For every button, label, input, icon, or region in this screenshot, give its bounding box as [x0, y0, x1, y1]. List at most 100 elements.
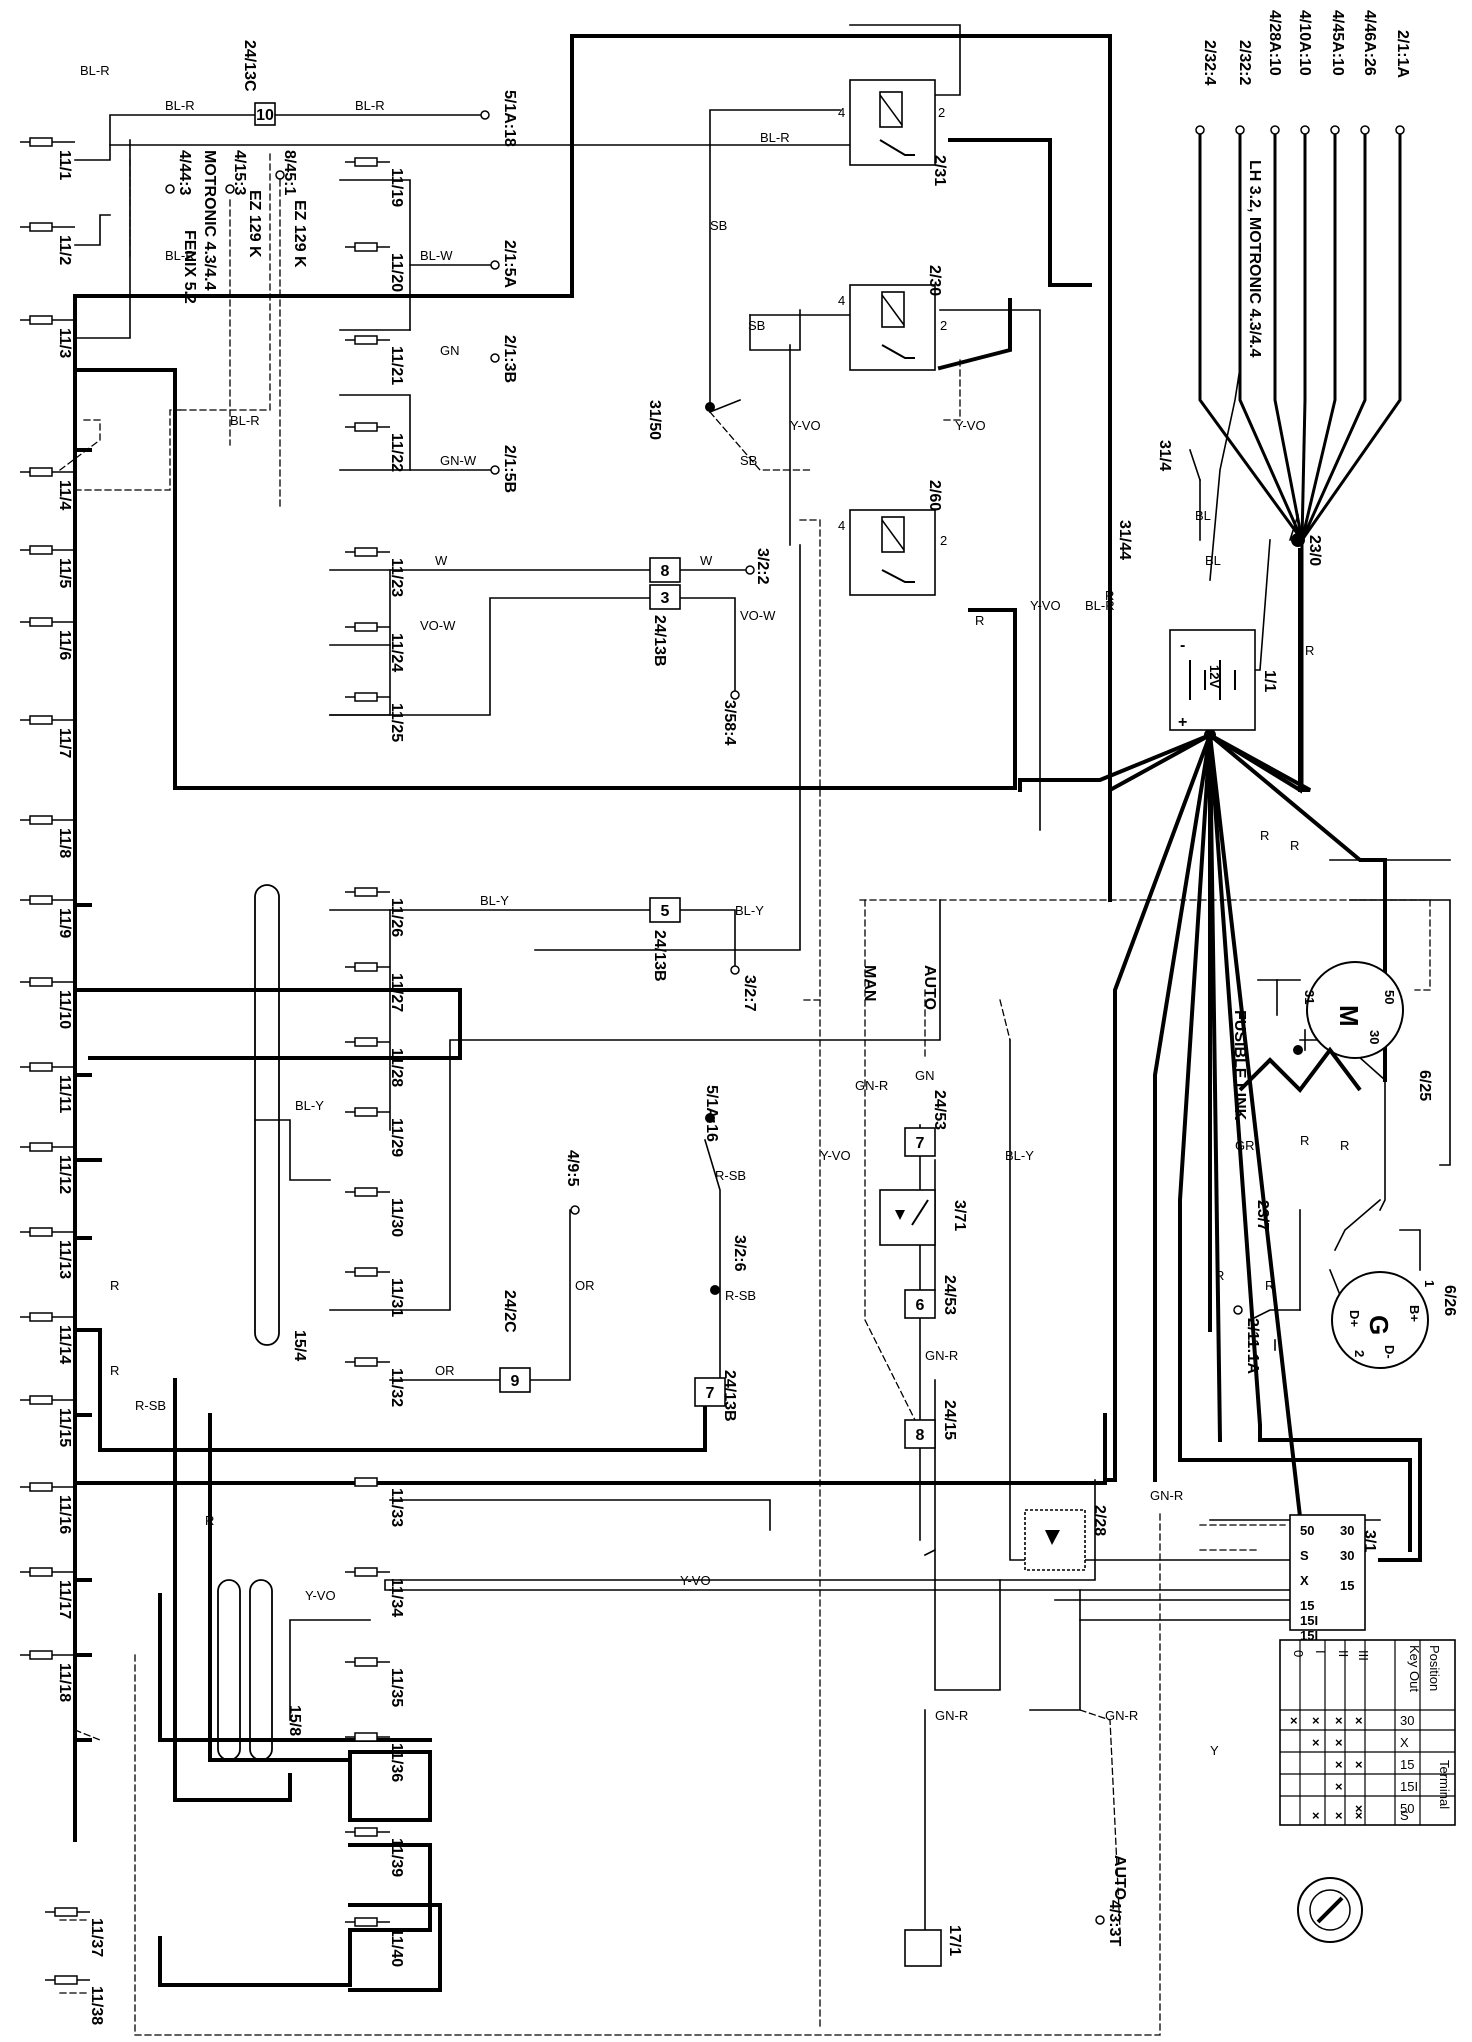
- switch-2-28: [1024, 1509, 1086, 1571]
- connector-label: 2/32:4: [1201, 40, 1218, 85]
- table-mark: ×: [1312, 1808, 1320, 1823]
- wire-label: Y-VO: [820, 1148, 851, 1163]
- fuse-label: 11/21: [388, 346, 405, 385]
- pin-number: 4: [838, 293, 845, 308]
- wire-label: R-SB: [725, 1288, 756, 1303]
- fuse: 11/18: [20, 1650, 75, 1702]
- fuse: 11/39: [345, 1827, 405, 1877]
- gen-terminal: D-: [1382, 1345, 1397, 1359]
- table-mark: ×: [1312, 1735, 1320, 1750]
- connector-label: 2/1:1A: [1394, 30, 1411, 78]
- fuse-label: 11/22: [388, 433, 405, 472]
- connector-label: 4/9:5: [564, 1150, 581, 1187]
- connector-label: 2/32:2: [1236, 40, 1253, 85]
- fuse: 11/11: [20, 1062, 75, 1113]
- lh-motronic-harness: [1198, 128, 1402, 792]
- fuse-label: 11/34: [388, 1578, 405, 1617]
- fuse: 11/32: [345, 1357, 405, 1407]
- fuse: 11/28: [345, 1037, 405, 1087]
- svg-text:+: +: [1178, 714, 1187, 731]
- wire-label: BL-R: [1085, 598, 1115, 613]
- component-label: 24/13C: [241, 40, 258, 92]
- wire-label: BL-Y: [480, 893, 509, 908]
- table-mark: ×: [1335, 1808, 1343, 1823]
- system-label: LH 3.2, MOTRONIC 4.3/4.4: [1246, 160, 1263, 357]
- terminal-label: 30: [1400, 1713, 1414, 1728]
- terminal-label: 15: [1400, 1757, 1414, 1772]
- system-label: MAN: [861, 965, 878, 1001]
- table-mark: ×: [1355, 1808, 1363, 1823]
- ign-term: 30: [1340, 1548, 1354, 1563]
- component-label: 23/7: [1254, 1200, 1271, 1231]
- component-label: 17/1: [946, 1925, 963, 1956]
- ign-term: 15I: [1300, 1628, 1318, 1643]
- wire-label: VO-W: [420, 618, 456, 633]
- fuse-label: 11/32: [388, 1368, 405, 1407]
- component-label: 2/60: [926, 480, 943, 511]
- junction-dots: [705, 402, 1345, 1295]
- fuse: 11/16: [20, 1482, 75, 1534]
- gen-terminal: D+: [1347, 1310, 1362, 1327]
- table-title: Position: [1427, 1645, 1442, 1691]
- ign-term: X: [1300, 1573, 1309, 1588]
- ign-term: 15I: [1300, 1613, 1318, 1628]
- fuse-label: 11/4: [56, 480, 73, 510]
- component-label: 31/50: [646, 400, 663, 440]
- wire-label: GN-R: [855, 1078, 888, 1093]
- fuse: 11/37: [45, 1907, 105, 1957]
- relay-2-31: [849, 79, 936, 166]
- component-label: 3/1: [1361, 1530, 1378, 1552]
- fusible-link: [1238, 1046, 1362, 1094]
- connector-label: 5/1A:16: [703, 1085, 720, 1142]
- fuse-label: 11/28: [388, 1048, 405, 1087]
- svg-text:-: -: [1180, 637, 1185, 654]
- component-label: 12V: [1207, 665, 1222, 688]
- fuse-label: 11/18: [56, 1663, 73, 1702]
- terminal-label: S: [1400, 1808, 1409, 1823]
- ign-term: S: [1300, 1548, 1309, 1563]
- system-label: EZ 129 K: [246, 190, 263, 258]
- wire-label: GN-R: [1105, 1708, 1138, 1723]
- position-label: II: [1336, 1650, 1351, 1657]
- motor-terminal: 30: [1367, 1030, 1382, 1044]
- connector-label: 2/1:3B: [501, 335, 518, 383]
- fuse: 11/27: [345, 962, 405, 1012]
- wire-label: Y-VO: [955, 418, 986, 433]
- battery-1-1: - +: [1169, 629, 1256, 731]
- wire-label: R: [205, 1513, 214, 1528]
- fuse-label: 11/17: [56, 1580, 73, 1619]
- ign-term: 15: [1300, 1598, 1314, 1613]
- component-label: 31/44: [1116, 520, 1133, 560]
- fuse: 11/1: [20, 137, 75, 180]
- fuse-label: 11/11: [56, 1075, 73, 1113]
- fuse: 11/35: [345, 1657, 405, 1707]
- wire-label: BL-R: [355, 98, 385, 113]
- fuse-label: 11/36: [388, 1743, 405, 1782]
- wire-label: SB: [748, 318, 765, 333]
- box-number: 9: [511, 1373, 520, 1390]
- terminal-label: X: [1400, 1735, 1409, 1750]
- component-label: FUSIBLE LINK: [1231, 1010, 1248, 1121]
- wire-label: GR: [1235, 1138, 1255, 1153]
- wire-label: R: [1300, 1133, 1309, 1148]
- pin-number: 2: [938, 105, 945, 120]
- fuse-label: 11/19: [388, 168, 405, 207]
- connector-label: 4/45A:10: [1329, 10, 1346, 76]
- box-number: 7: [916, 1135, 925, 1152]
- position-label: I: [1313, 1650, 1328, 1654]
- wire-label: OR: [435, 1363, 455, 1378]
- fuse: 11/36: [345, 1732, 405, 1782]
- wire-label: Y-VO: [1030, 598, 1061, 613]
- fuse: 11/7: [20, 715, 75, 758]
- ignition-position-table: [1279, 1639, 1456, 1826]
- fuse-label: 11/24: [388, 633, 405, 672]
- connector-label: 4/44:3: [176, 150, 193, 195]
- fuse-label: 11/13: [56, 1240, 73, 1279]
- fuse-label: 11/1: [56, 150, 73, 180]
- system-label: EZ 129 K: [291, 200, 308, 268]
- component-label: 24/13B: [651, 615, 668, 667]
- fuse: 11/8: [20, 815, 75, 858]
- fuse: 11/21: [345, 335, 405, 385]
- wire-label: BL-R: [165, 248, 195, 263]
